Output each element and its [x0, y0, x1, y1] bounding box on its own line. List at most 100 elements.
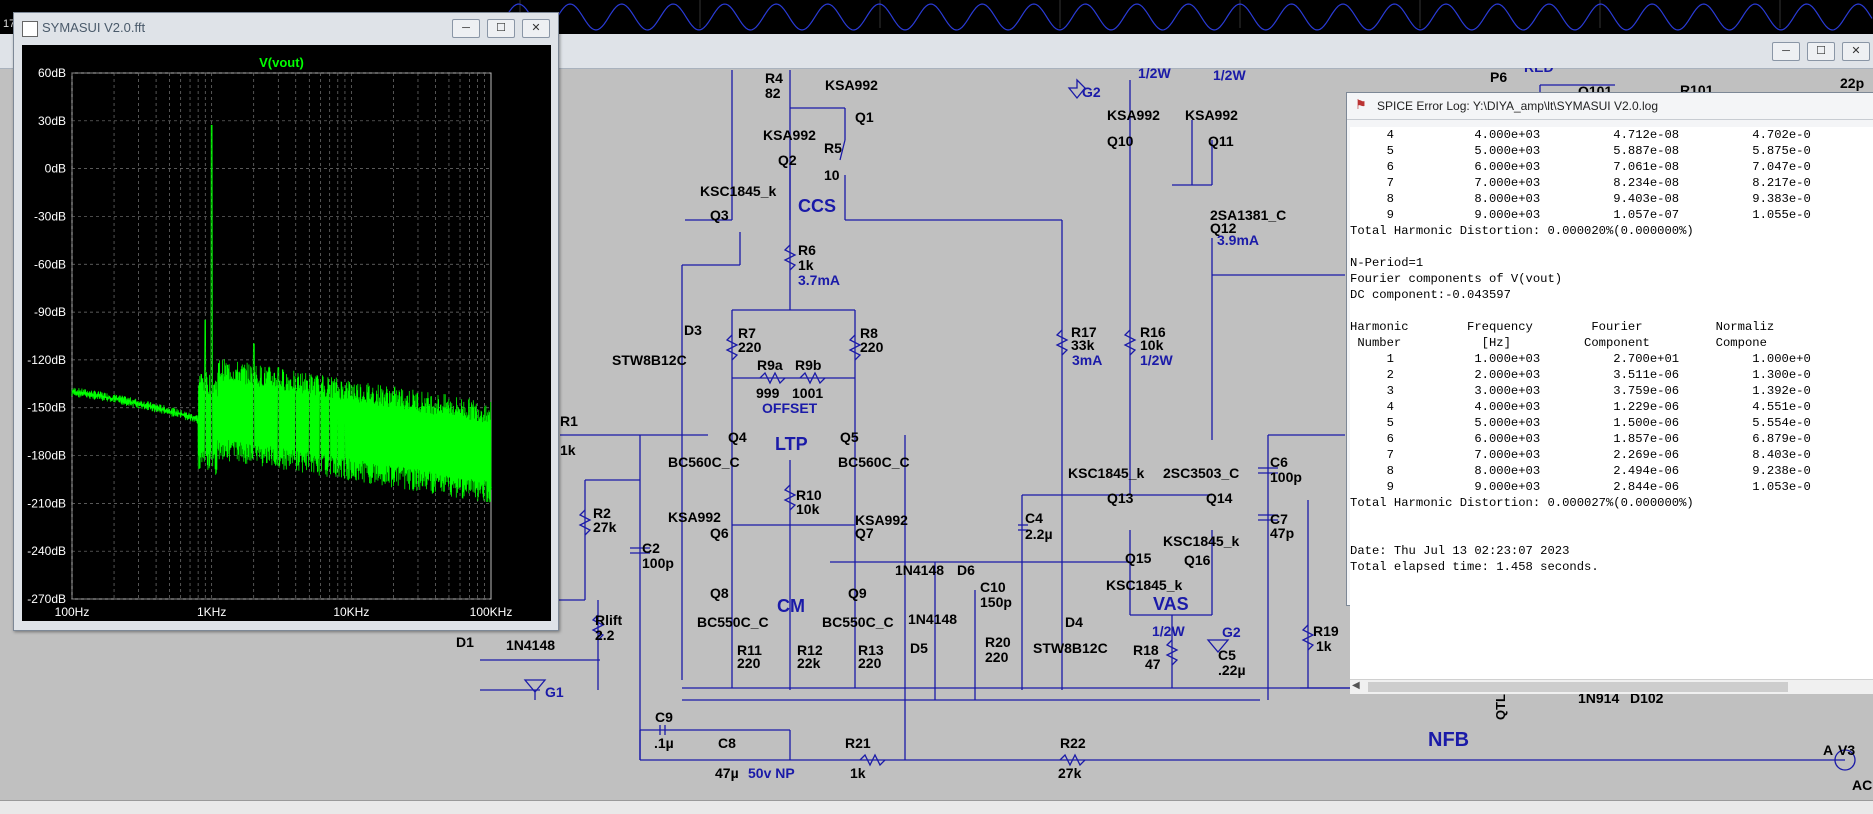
- label-r8[interactable]: R8: [860, 325, 878, 341]
- label-r9b[interactable]: R9b: [795, 357, 821, 373]
- label-c2[interactable]: C2: [642, 540, 660, 556]
- fft-trace-label[interactable]: V(vout): [259, 55, 304, 70]
- label-q7[interactable]: Q7: [855, 525, 874, 541]
- label-r21v[interactable]: 1k: [850, 765, 866, 781]
- fft-minimize-button[interactable]: ─: [452, 19, 480, 38]
- schematic-close-button[interactable]: ✕: [1842, 42, 1870, 61]
- label-q14m[interactable]: 2SC3503_C: [1163, 465, 1239, 481]
- label-c109v[interactable]: 22p: [1840, 75, 1864, 91]
- fft-window-titlebar[interactable]: SYMASUI V2.0.fft ─ ☐ ✕: [14, 13, 558, 43]
- label-d102[interactable]: D102: [1630, 690, 1664, 706]
- label-ksa992_q7[interactable]: KSA992: [855, 512, 908, 528]
- label-r17i[interactable]: 3mA: [1072, 352, 1102, 368]
- label-r2[interactable]: R2: [593, 505, 611, 521]
- label-bc550_q8[interactable]: BC550C_C: [697, 614, 769, 630]
- label-c5v[interactable]: .22µ: [1218, 662, 1246, 678]
- label-c9v[interactable]: .1µ: [654, 735, 674, 751]
- label-d4[interactable]: D4: [1065, 614, 1083, 630]
- label-ksa992_q11[interactable]: KSA992: [1185, 107, 1238, 123]
- label-q12i[interactable]: 3.9mA: [1217, 232, 1259, 248]
- label-c8t[interactable]: 50v NP: [748, 765, 795, 781]
- label-red[interactable]: RED: [1524, 68, 1554, 75]
- label-cm[interactable]: CM: [777, 596, 805, 616]
- label-d3[interactable]: D3: [684, 322, 702, 338]
- spice-log-text[interactable]: 4 4.000e+03 4.712e-08 4.702e-0 5 5.000e+…: [1350, 127, 1873, 679]
- label-r21[interactable]: R21: [845, 735, 871, 751]
- label-r20[interactable]: R20: [985, 634, 1011, 650]
- label-g2a[interactable]: G2: [1082, 84, 1101, 100]
- label-r5[interactable]: R5: [824, 140, 842, 156]
- label-r18v[interactable]: 47: [1145, 656, 1161, 672]
- label-d1m[interactable]: 1N4148: [506, 637, 555, 653]
- label-c6v[interactable]: 100p: [1270, 469, 1302, 485]
- label-q1[interactable]: Q1: [855, 109, 874, 125]
- label-r20v[interactable]: 220: [985, 649, 1009, 665]
- label-c10[interactable]: C10: [980, 579, 1006, 595]
- log-horizontal-scrollbar[interactable]: ◀: [1350, 679, 1873, 694]
- label-r2v[interactable]: 27k: [593, 519, 617, 535]
- label-r19v[interactable]: 1k: [1316, 638, 1332, 654]
- spice-log-window[interactable]: ⚑ SPICE Error Log: Y:\DIYA_amp\lt\SYMASU…: [1346, 92, 1873, 694]
- label-ksa992_q10[interactable]: KSA992: [1107, 107, 1160, 123]
- label-r11[interactable]: R11: [737, 642, 762, 658]
- label-ltp[interactable]: LTP: [775, 434, 808, 454]
- label-halfw2[interactable]: 1/2W: [1213, 68, 1246, 83]
- label-q5[interactable]: Q5: [840, 429, 859, 445]
- label-c6[interactable]: C6: [1270, 454, 1288, 470]
- label-r1v[interactable]: 1k: [560, 442, 576, 458]
- label-g1[interactable]: G1: [545, 684, 564, 700]
- label-q6[interactable]: Q6: [710, 525, 729, 541]
- label-r6[interactable]: R6: [798, 242, 816, 258]
- label-r7[interactable]: R7: [738, 325, 756, 341]
- label-r22v[interactable]: 27k: [1058, 765, 1082, 781]
- label-c7v[interactable]: 47p: [1270, 525, 1294, 541]
- label-q11[interactable]: Q11: [1208, 133, 1234, 149]
- label-ksa992_q1[interactable]: KSA992: [825, 77, 878, 93]
- label-r9bv[interactable]: 1001: [792, 385, 823, 401]
- label-rliftv[interactable]: 2.2: [595, 627, 615, 643]
- label-r12[interactable]: R12: [797, 642, 823, 658]
- label-r16w[interactable]: 1/2W: [1140, 352, 1173, 368]
- label-stw2[interactable]: STW8B12C: [1033, 640, 1108, 656]
- label-q12[interactable]: Q12: [1210, 220, 1237, 236]
- label-q4[interactable]: Q4: [728, 429, 747, 445]
- label-c7[interactable]: C7: [1270, 511, 1288, 527]
- fft-close-button[interactable]: ✕: [522, 19, 550, 38]
- label-c4v[interactable]: 2.2µ: [1025, 526, 1053, 542]
- label-d5[interactable]: D5: [910, 640, 928, 656]
- label-g2b[interactable]: G2: [1222, 624, 1241, 640]
- label-r17[interactable]: R17: [1071, 324, 1097, 340]
- label-r17v[interactable]: 33k: [1071, 337, 1095, 353]
- label-c9[interactable]: C9: [655, 709, 673, 725]
- label-d1[interactable]: D1: [456, 634, 474, 650]
- fft-chart[interactable]: 60dB30dB0dB-30dB-60dB-90dB-120dB-150dB-1…: [22, 45, 551, 621]
- label-v3[interactable]: V3: [1838, 742, 1855, 758]
- label-r4v[interactable]: 82: [765, 85, 781, 101]
- label-stw1[interactable]: STW8B12C: [612, 352, 687, 368]
- label-r11v[interactable]: 220: [737, 655, 761, 671]
- label-r16[interactable]: R16: [1140, 324, 1166, 340]
- label-r8v[interactable]: 220: [860, 339, 884, 355]
- label-r19[interactable]: R19: [1313, 623, 1339, 639]
- label-r9av[interactable]: 999: [756, 385, 780, 401]
- schematic-maximize-button[interactable]: ☐: [1807, 42, 1835, 61]
- label-c2v[interactable]: 100p: [642, 555, 674, 571]
- fft-maximize-button[interactable]: ☐: [487, 19, 515, 38]
- label-r9a[interactable]: R9a: [757, 357, 783, 373]
- label-q14[interactable]: Q14: [1206, 490, 1233, 506]
- label-r18[interactable]: R18: [1133, 642, 1159, 658]
- label-ccs[interactable]: CCS: [798, 196, 836, 216]
- label-ac[interactable]: AC: [1852, 777, 1872, 793]
- label-q8[interactable]: Q8: [710, 585, 729, 601]
- label-offset[interactable]: OFFSET: [762, 400, 818, 416]
- label-q16[interactable]: Q16: [1184, 552, 1211, 568]
- label-r22[interactable]: R22: [1060, 735, 1086, 751]
- label-d5m[interactable]: 1N4148: [908, 611, 957, 627]
- label-q2[interactable]: Q2: [778, 152, 797, 168]
- label-ksc1845_q15[interactable]: KSC1845_k: [1106, 577, 1182, 593]
- label-c8[interactable]: C8: [718, 735, 736, 751]
- label-halfw3[interactable]: 1/2W: [1152, 623, 1185, 639]
- label-d6[interactable]: D6: [957, 562, 975, 578]
- label-r1[interactable]: R1: [560, 413, 578, 429]
